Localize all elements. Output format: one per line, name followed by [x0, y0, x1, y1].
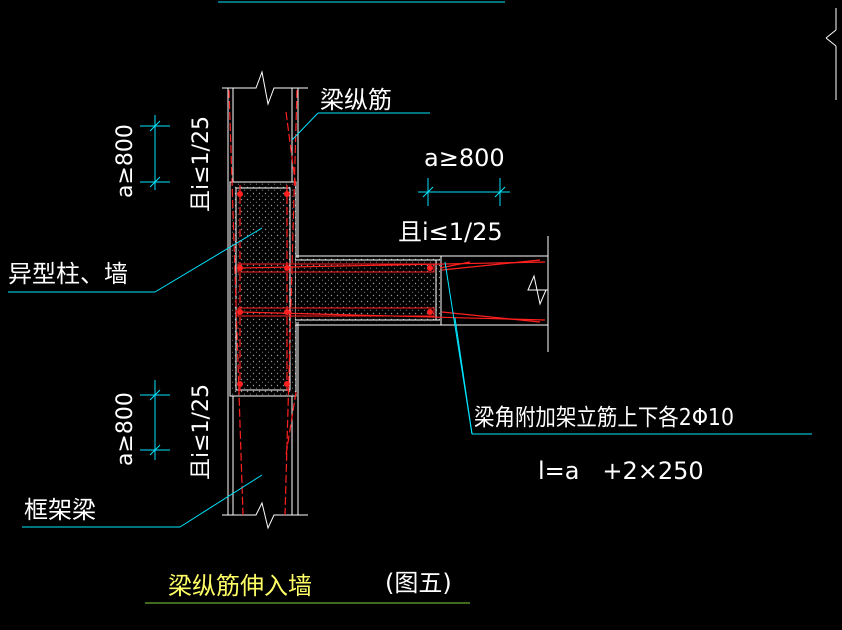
beam-hatched-section: [296, 258, 440, 322]
caption-main: 梁纵筋伸入墙: [168, 572, 312, 600]
label-slope-right: 且i≤1/25: [398, 218, 503, 246]
right-edge-mark: [825, 8, 837, 100]
label-a-top-left: a≥800: [113, 124, 138, 198]
rebar-dots: [237, 191, 433, 387]
beam-rebars: [239, 259, 546, 323]
dim-bottom-left: [140, 380, 170, 460]
label-length-formula: l=a +2×250: [538, 457, 704, 485]
label-a-right: a≥800: [424, 144, 505, 172]
label-slope-bottom-left: 且i≤1/25: [189, 384, 214, 480]
leader-lines: [8, 112, 812, 528]
column-rebars: [228, 89, 298, 516]
wall-block: [229, 181, 297, 397]
label-a-bottom-left: a≥800: [113, 392, 138, 466]
label-frame-beam: 框架梁: [24, 496, 96, 524]
caption-figure: (图五): [385, 569, 452, 597]
label-special-column-wall: 异型柱、墙: [8, 260, 128, 288]
dim-top-left: [140, 115, 170, 190]
label-slope-top-left: 且i≤1/25: [189, 116, 214, 212]
label-corner-bars-note: 梁角附加架立筋上下各2Φ10: [474, 405, 734, 431]
label-beam-longitudinal-bar: 梁纵筋: [320, 86, 392, 114]
dim-right: [418, 178, 510, 206]
